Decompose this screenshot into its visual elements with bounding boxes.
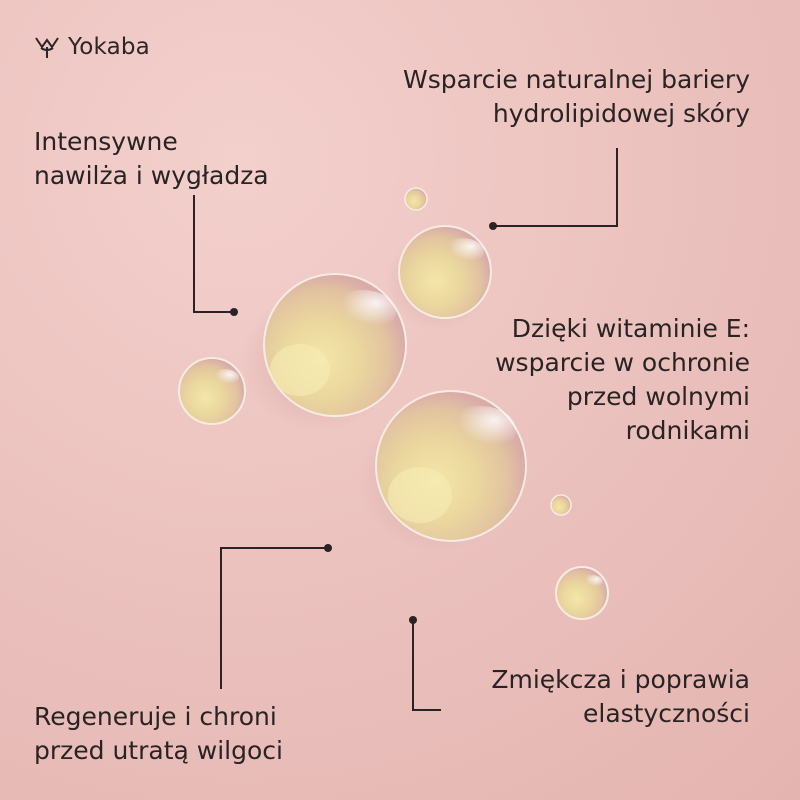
connector-dot [230,308,238,316]
connector-lines [193,148,618,711]
connector-regenerate [220,547,328,689]
connector-dots [230,222,497,624]
benefit-barrier: Wsparcie naturalnej bariery hydrolipidow… [403,63,750,131]
benefit-barrier-line1: Wsparcie naturalnej bariery [402,65,750,94]
yokaba-leaf-icon [35,37,59,58]
benefit-regenerate: Regeneruje i chroni przed utratą wilgoci [34,700,283,768]
brand-logo: Yokaba [34,34,150,60]
benefit-barrier-line2: hydrolipidowej skóry [492,99,750,128]
benefit-vitamin-e-line4: rodnikami [625,416,750,445]
oil-drop-small-right [555,566,609,620]
benefit-moisturize: Intensywne nawilża i wygładza [34,125,269,193]
oil-droplet-tiny [404,187,428,211]
benefit-vitamin-e-line1: Dzięki witaminie E: [511,314,750,343]
connector-dot [489,222,497,230]
brand-name: Yokaba [68,34,150,60]
oil-drop-small-left [178,357,246,425]
benefit-regenerate-line1: Regeneruje i chroni [34,702,277,731]
benefit-soften-line2: elastyczności [583,699,750,728]
benefit-regenerate-line2: przed utratą wilgoci [34,736,283,765]
connector-dot [324,544,332,552]
benefit-vitamin-e-line3: przed wolnymi [566,382,750,411]
benefit-vitamin-e-line2: wsparcie w ochronie [495,348,750,377]
connector-dot [409,616,417,624]
benefit-moisturize-line1: Intensywne [34,127,178,156]
oil-drop-medium [398,225,492,319]
connector-moisturize [193,195,234,313]
oil-drop-large-center [375,390,527,542]
benefit-vitamin-e: Dzięki witaminie E: wsparcie w ochronie … [495,312,750,448]
benefit-soften-line1: Zmiękcza i poprawia [491,665,750,694]
benefit-moisturize-line2: nawilża i wygładza [34,161,269,190]
connector-soften [412,620,441,711]
connector-barrier [493,148,618,227]
oil-drop-large-left [263,273,407,417]
oil-droplet-tiny [550,494,572,516]
benefit-soften: Zmiękcza i poprawia elastyczności [491,663,750,731]
